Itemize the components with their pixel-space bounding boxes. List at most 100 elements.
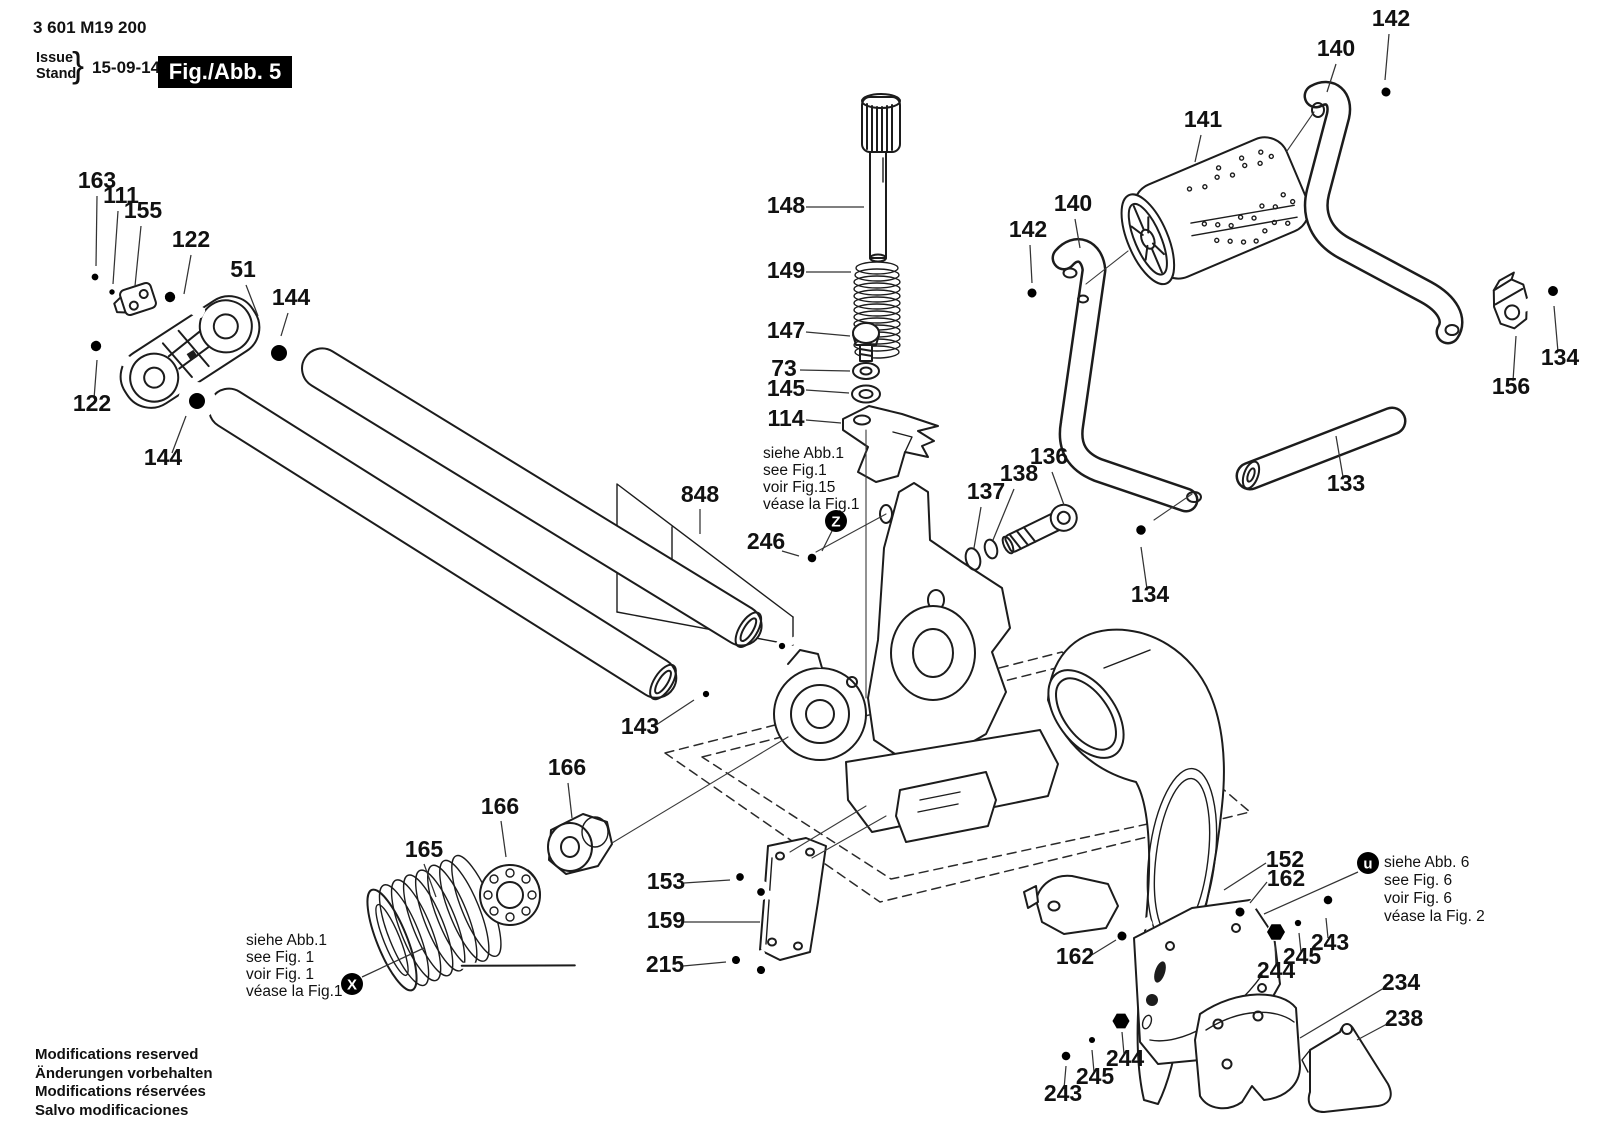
- document-part-number: 3 601 M19 200: [33, 18, 147, 37]
- leader-line-73: [799, 369, 851, 372]
- screw-122-lower: [81, 331, 135, 373]
- torsion-spring-165: [366, 854, 578, 992]
- guide-tube-upper: [301, 347, 763, 648]
- part-label-234: 234: [1382, 969, 1421, 995]
- bushing-166: [547, 813, 613, 875]
- part-label-144: 144: [144, 444, 183, 470]
- leader-line-138: [992, 488, 1015, 541]
- note-leader-u: [1263, 871, 1359, 915]
- issue-stand-label: Issue Stand: [36, 50, 76, 82]
- issue-label: Issue: [36, 50, 74, 66]
- handle-grip-141: [1120, 136, 1311, 286]
- part-label-144: 144: [272, 284, 311, 310]
- modifications-line-es: Salvo modificaciones: [35, 1101, 189, 1119]
- leader-line-144: [280, 312, 289, 337]
- note-badge-circle-X: [341, 973, 363, 995]
- stand-label: Stand: [36, 66, 77, 82]
- washer-145: [851, 384, 881, 404]
- leader-line-165: [423, 863, 437, 898]
- part-label-153: 153: [647, 868, 685, 894]
- part-label-142: 142: [1372, 5, 1410, 31]
- part-label-159: 159: [647, 907, 685, 933]
- leader-line-155: [134, 225, 142, 287]
- part-label-141: 141: [1184, 106, 1223, 132]
- washer-245-bottom: [1084, 1032, 1100, 1048]
- leader-line-140: [1326, 63, 1337, 93]
- part-label-111: 111: [103, 182, 139, 208]
- leader-line-142: [1029, 244, 1033, 284]
- leader-line-145: [805, 389, 850, 394]
- handle-arm-left-140: [1051, 238, 1202, 513]
- leader-line-166: [567, 782, 573, 819]
- leader-line-215: [682, 961, 727, 967]
- handle-arm-right-140: [1303, 80, 1464, 345]
- part-label-244: 244: [1257, 957, 1296, 983]
- leader-line-142: [1384, 33, 1390, 81]
- guard-segment-234: [1194, 993, 1301, 1110]
- washer-111: [105, 285, 119, 299]
- leader-line-246: [781, 550, 800, 557]
- leader-line-166: [500, 820, 507, 858]
- tube-pin-screw-143: [697, 678, 730, 703]
- leader-line-111: [112, 210, 119, 285]
- screw-243-right: [1297, 887, 1341, 926]
- part-label-238: 238: [1385, 1005, 1424, 1031]
- leader-lines: [93, 33, 1559, 1090]
- leader-line-137: [973, 506, 982, 549]
- link-plate-51: [119, 295, 261, 409]
- bearing-166: [479, 864, 541, 926]
- leader-line-243: [1325, 917, 1329, 939]
- part-label-145: 145: [767, 375, 806, 401]
- clamp-155: [113, 281, 157, 317]
- leader-line-245: [1298, 932, 1302, 953]
- clamping-rod-148: [861, 93, 901, 263]
- note-badge-letter-X: X: [347, 977, 357, 994]
- part-label-137: 137: [967, 478, 1005, 504]
- part-label-114: 114: [767, 405, 804, 431]
- star-washer-144-right: [260, 334, 298, 372]
- part-label-162: 162: [1267, 865, 1305, 891]
- part-label-133: 133: [1327, 470, 1365, 496]
- star-washer-144-lower: [178, 382, 216, 420]
- cover-238: [1301, 1023, 1392, 1113]
- part-label-166: 166: [481, 793, 519, 819]
- part-label-155: 155: [124, 197, 163, 223]
- bolt-136: [1001, 503, 1078, 555]
- part-label-147: 147: [767, 317, 805, 343]
- leader-line-134: [1553, 305, 1559, 353]
- part-label-245: 245: [1076, 1063, 1115, 1089]
- part-label-243: 243: [1311, 929, 1349, 955]
- note-badge-circle-u: [1357, 852, 1379, 874]
- note-leader-X: [361, 947, 425, 978]
- leader-line-238: [1356, 1023, 1388, 1041]
- part-label-244: 244: [1106, 1045, 1145, 1071]
- lock-plate-114: [842, 405, 939, 483]
- clamp-156: [1492, 271, 1528, 330]
- brace-glyph: }: [72, 44, 85, 85]
- part-label-148: 148: [767, 192, 806, 218]
- part-label-138: 138: [1000, 460, 1039, 486]
- leader-line-162: [1249, 881, 1268, 904]
- nut-244-bottom: [1112, 1012, 1130, 1030]
- leader-line-143: [652, 699, 695, 728]
- leader-line-133: [1335, 435, 1344, 478]
- modifications-notice: Modifications reserved Änderungen vorbeh…: [35, 1046, 213, 1120]
- part-label-51: 51: [230, 256, 256, 282]
- leader-line-141: [1194, 134, 1202, 163]
- leader-line-244: [1121, 1031, 1125, 1055]
- note-leader-Z: [821, 530, 833, 552]
- part-label-163: 163: [78, 167, 116, 193]
- washer-73: [852, 362, 880, 380]
- figure-number-box: Fig./Abb. 5: [158, 56, 292, 88]
- leader-line-244: [1274, 942, 1277, 967]
- part-label-162: 162: [1056, 943, 1094, 969]
- leader-line-136: [1051, 471, 1065, 506]
- part-label-142: 142: [1009, 216, 1047, 242]
- part-label-246: 246: [747, 528, 785, 554]
- part-label-140: 140: [1054, 190, 1092, 216]
- leader-line-147: [805, 331, 851, 337]
